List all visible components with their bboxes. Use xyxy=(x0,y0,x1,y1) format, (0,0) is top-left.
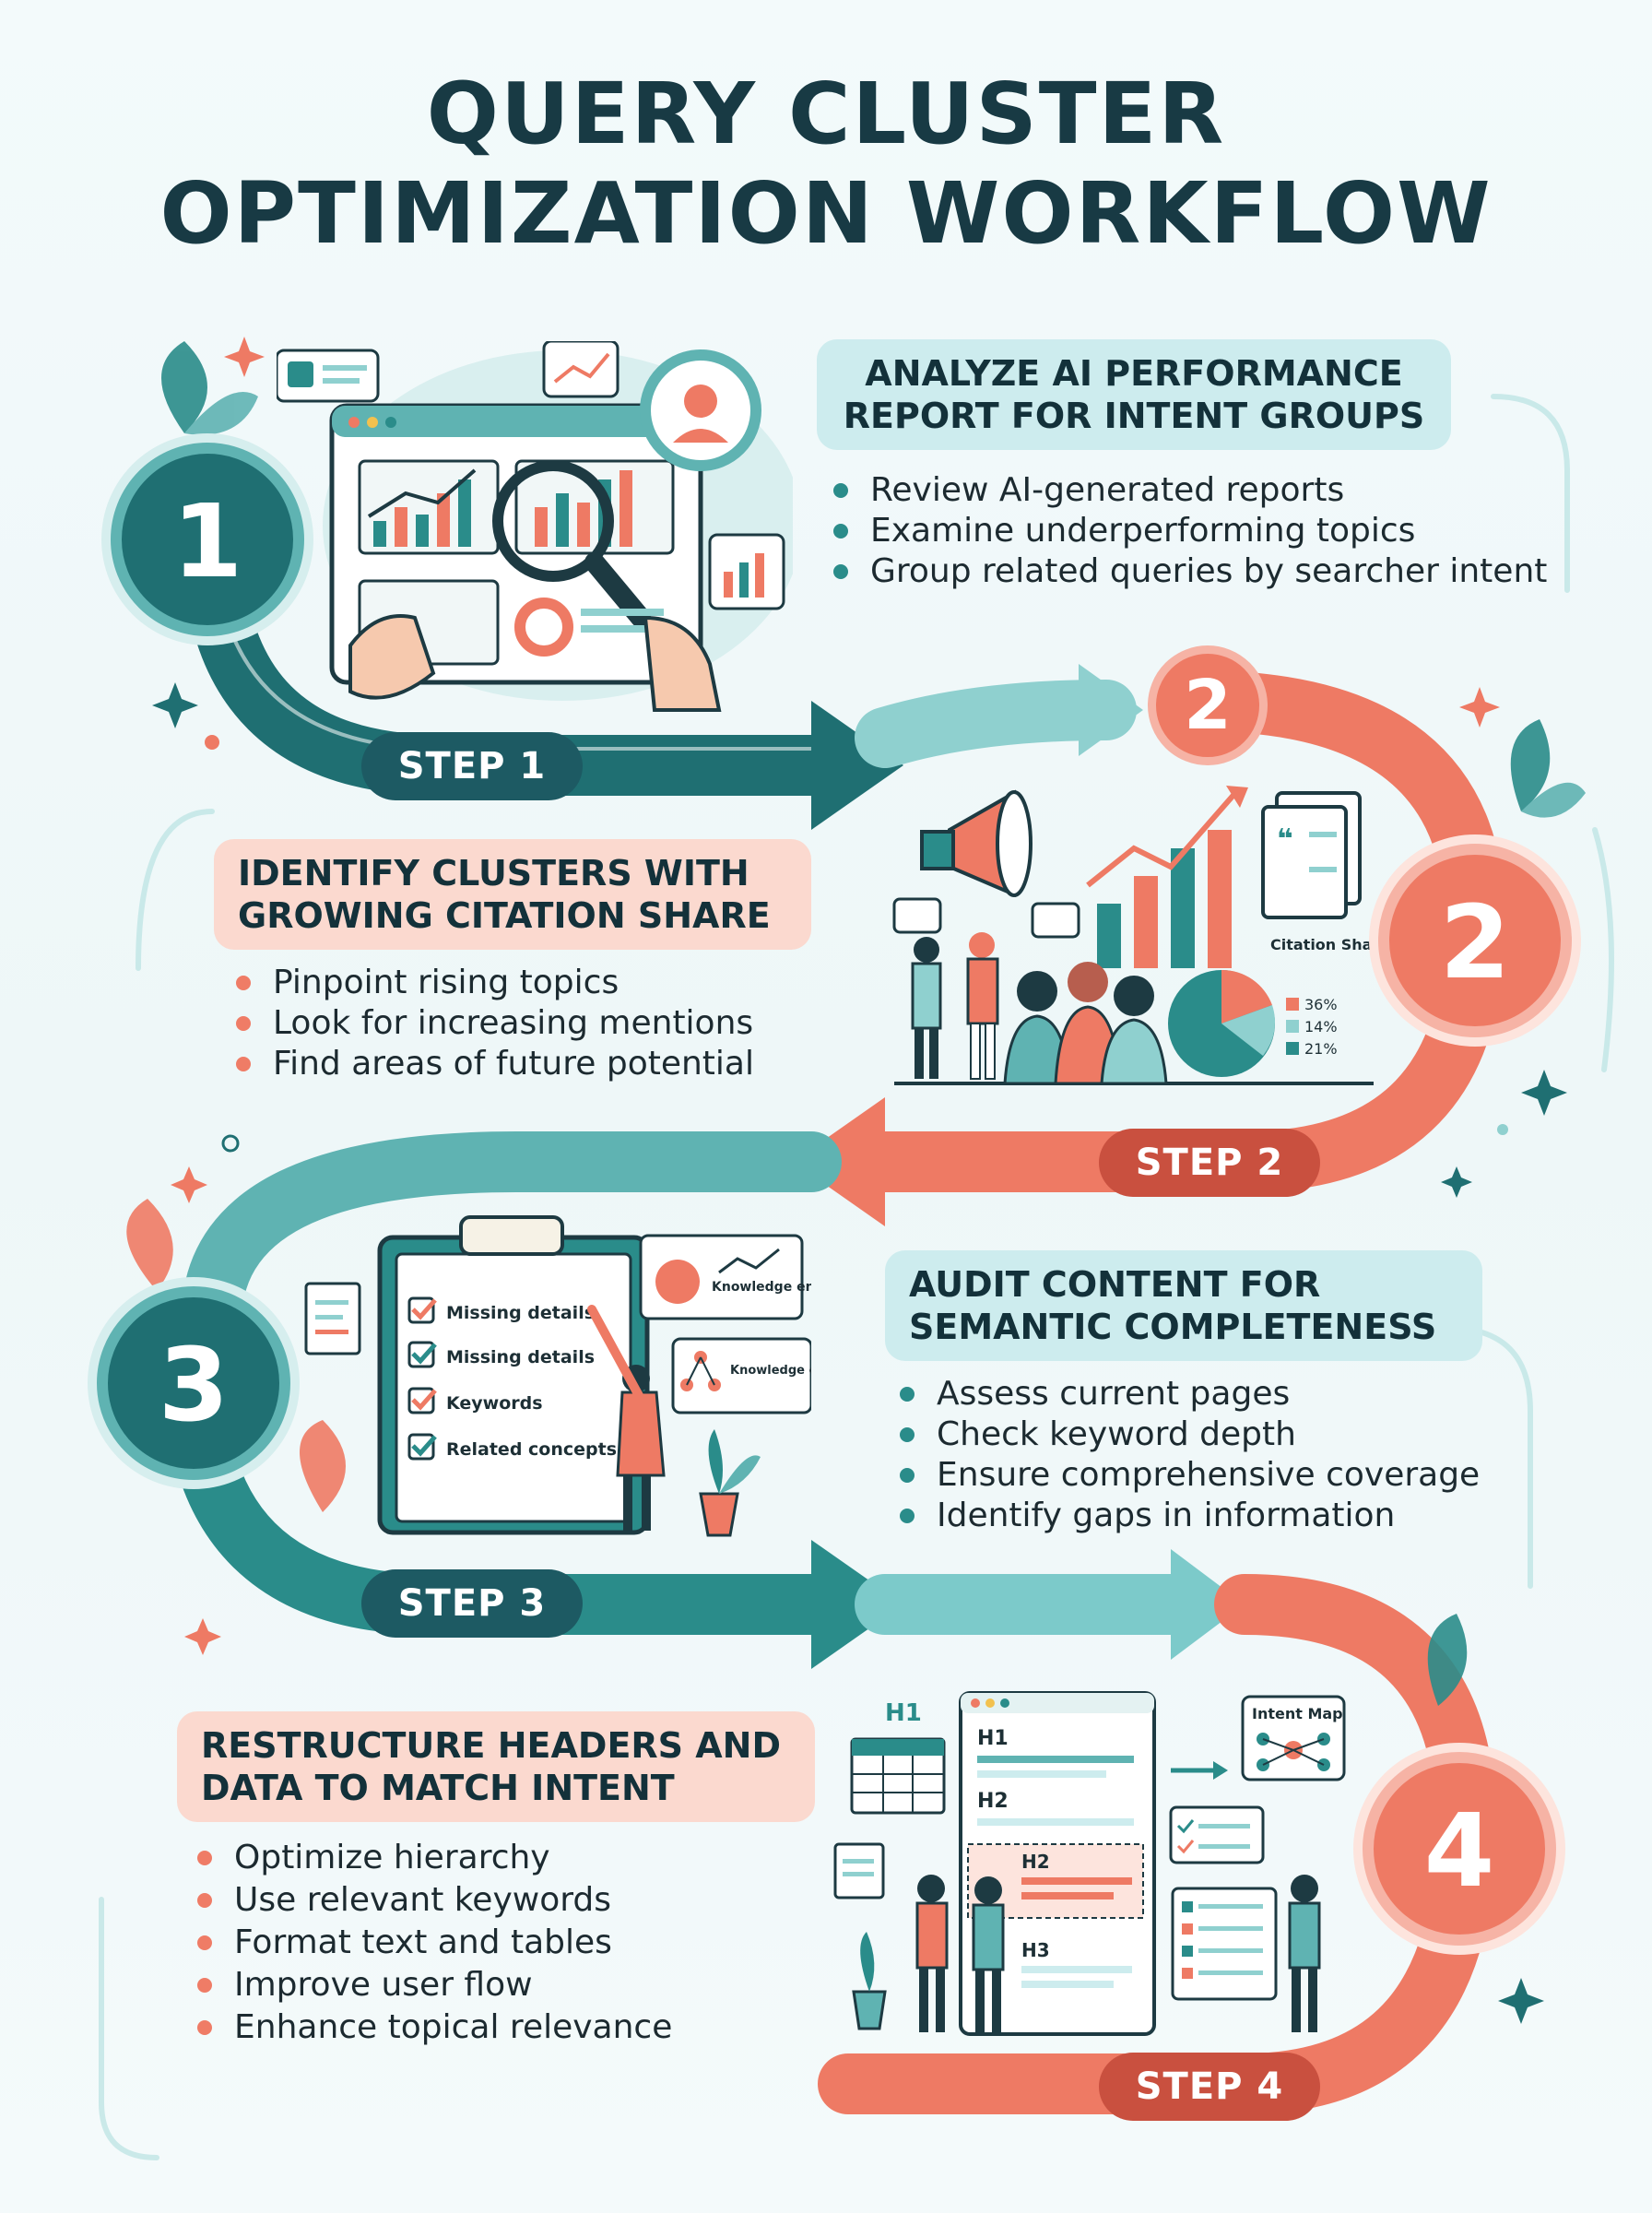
step-4-bullet: Use relevant keywords xyxy=(194,1879,672,1922)
sparkle xyxy=(184,1618,221,1655)
step-3-bullet: Identify gaps in information xyxy=(896,1496,1480,1536)
step-2-bullets: Pinpoint rising topics Look for increasi… xyxy=(232,963,754,1084)
step-1-bullet: Group related queries by searcher intent xyxy=(830,551,1547,592)
step-4-bullet: Optimize hierarchy xyxy=(194,1837,672,1879)
sparkle xyxy=(1498,1978,1544,2024)
step-3-bullets: Assess current pages Check keyword depth… xyxy=(896,1374,1480,1536)
step-4-bullets: Optimize hierarchy Use relevant keywords… xyxy=(194,1837,672,2049)
title-line-2: OPTIMIZATION WORKFLOW xyxy=(159,164,1493,263)
step-2-label: STEP 2 xyxy=(1099,1129,1320,1197)
step-2-bullet: Pinpoint rising topics xyxy=(232,963,754,1003)
sparkle xyxy=(224,337,265,377)
h1-tag-left: H1 xyxy=(885,1699,922,1727)
step-3-heading: AUDIT CONTENT FOR SEMANTIC COMPLETENESS xyxy=(885,1250,1482,1361)
h2-highlight-tag: H2 xyxy=(1021,1851,1050,1873)
step-3-badge: 3 xyxy=(97,1286,290,1480)
arrow-head-1 xyxy=(811,701,903,830)
sparkle xyxy=(152,682,198,728)
checklist-item-1: Missing details xyxy=(446,1303,595,1323)
h2-tag: H2 xyxy=(977,1790,1009,1813)
step-4-bullet: Improve user flow xyxy=(194,1964,672,2006)
illustration-content-audit: Missing details Missing details Keywords… xyxy=(304,1215,811,1537)
step-4-bullet: Enhance topical relevance xyxy=(194,2006,672,2049)
h3-tag: H3 xyxy=(1021,1939,1050,1961)
leaf-decoration xyxy=(126,1199,346,1512)
pie-value-2: 14% xyxy=(1304,1018,1338,1035)
pie-value-1: 36% xyxy=(1304,996,1338,1013)
step-2-small-badge: 2 xyxy=(1148,645,1268,765)
step-3-bullet: Ensure comprehensive coverage xyxy=(896,1455,1480,1496)
pie-title: Citation Share xyxy=(1270,936,1374,953)
step-2-bullet: Look for increasing mentions xyxy=(232,1003,754,1044)
sparkle xyxy=(1441,1166,1472,1198)
step-1-heading: ANALYZE AI PERFORMANCE REPORT FOR INTENT… xyxy=(817,339,1451,450)
pie-value-3: 21% xyxy=(1304,1040,1338,1058)
step-3-label: STEP 3 xyxy=(361,1569,583,1638)
illustration-header-restructure: H1 H1 H2 H2 H3 Intent Map xyxy=(833,1691,1346,2036)
illustration-analytics-dashboard xyxy=(277,341,793,712)
step-1-bullets: Review AI-generated reports Examine unde… xyxy=(830,470,1547,592)
intent-map-label: Intent Map xyxy=(1252,1705,1343,1722)
step-1-bullet: Examine underperforming topics xyxy=(830,511,1547,551)
checklist-item-4: Related concepts xyxy=(446,1439,617,1460)
illustration-citation-growth: ❝ Citation Share 36% 14% 21% xyxy=(892,786,1374,1085)
step-4-badge: 4 xyxy=(1363,1752,1556,1946)
step-1-bullet: Review AI-generated reports xyxy=(830,470,1547,511)
step-3-bullet: Assess current pages xyxy=(896,1374,1480,1414)
step-4-heading: RESTRUCTURE HEADERS AND DATA TO MATCH IN… xyxy=(177,1711,815,1822)
checklist-item-2: Missing details xyxy=(446,1347,595,1367)
svg-text:❝: ❝ xyxy=(1277,823,1293,856)
checklist-item-3: Keywords xyxy=(446,1393,543,1414)
h1-tag: H1 xyxy=(977,1727,1009,1750)
step-2-heading: IDENTIFY CLUSTERS WITH GROWING CITATION … xyxy=(214,839,811,950)
sparkle xyxy=(1521,1070,1567,1116)
step-2-badge: 2 xyxy=(1378,844,1572,1037)
step-3-bullet: Check keyword depth xyxy=(896,1414,1480,1455)
sparkle xyxy=(171,1166,207,1203)
sparkle xyxy=(1459,687,1500,728)
knowledge-card-2: Knowledge onfithe graphs xyxy=(730,1364,811,1378)
leaf-decoration xyxy=(161,341,1586,1706)
step-2-bullet: Find areas of future potential xyxy=(232,1044,754,1084)
step-1-badge: 1 xyxy=(111,443,304,636)
step-4-bullet: Format text and tables xyxy=(194,1922,672,1964)
step-1-label: STEP 1 xyxy=(361,732,583,800)
knowledge-card-1: Knowledge entities xyxy=(712,1280,811,1295)
title-line-1: QUERY CLUSTER xyxy=(426,65,1226,163)
step-4-label: STEP 4 xyxy=(1099,2053,1320,2121)
